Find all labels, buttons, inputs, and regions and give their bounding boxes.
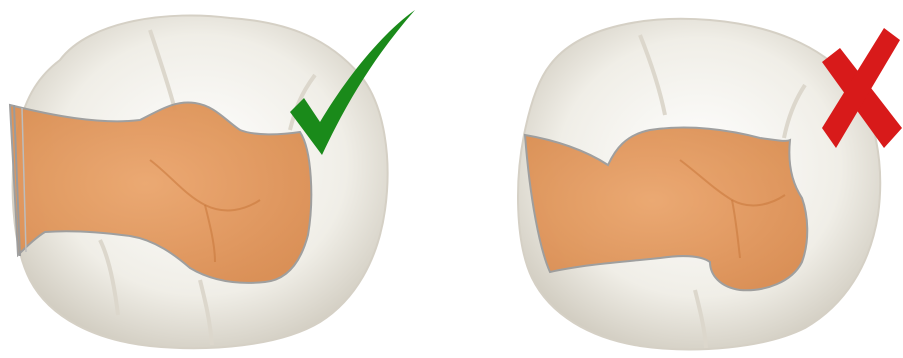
incorrect-preparation-panel: [500, 0, 903, 358]
tooth-illustration-left: [0, 0, 450, 358]
correct-preparation-panel: [0, 0, 450, 358]
tooth-illustration-right: [500, 0, 903, 358]
